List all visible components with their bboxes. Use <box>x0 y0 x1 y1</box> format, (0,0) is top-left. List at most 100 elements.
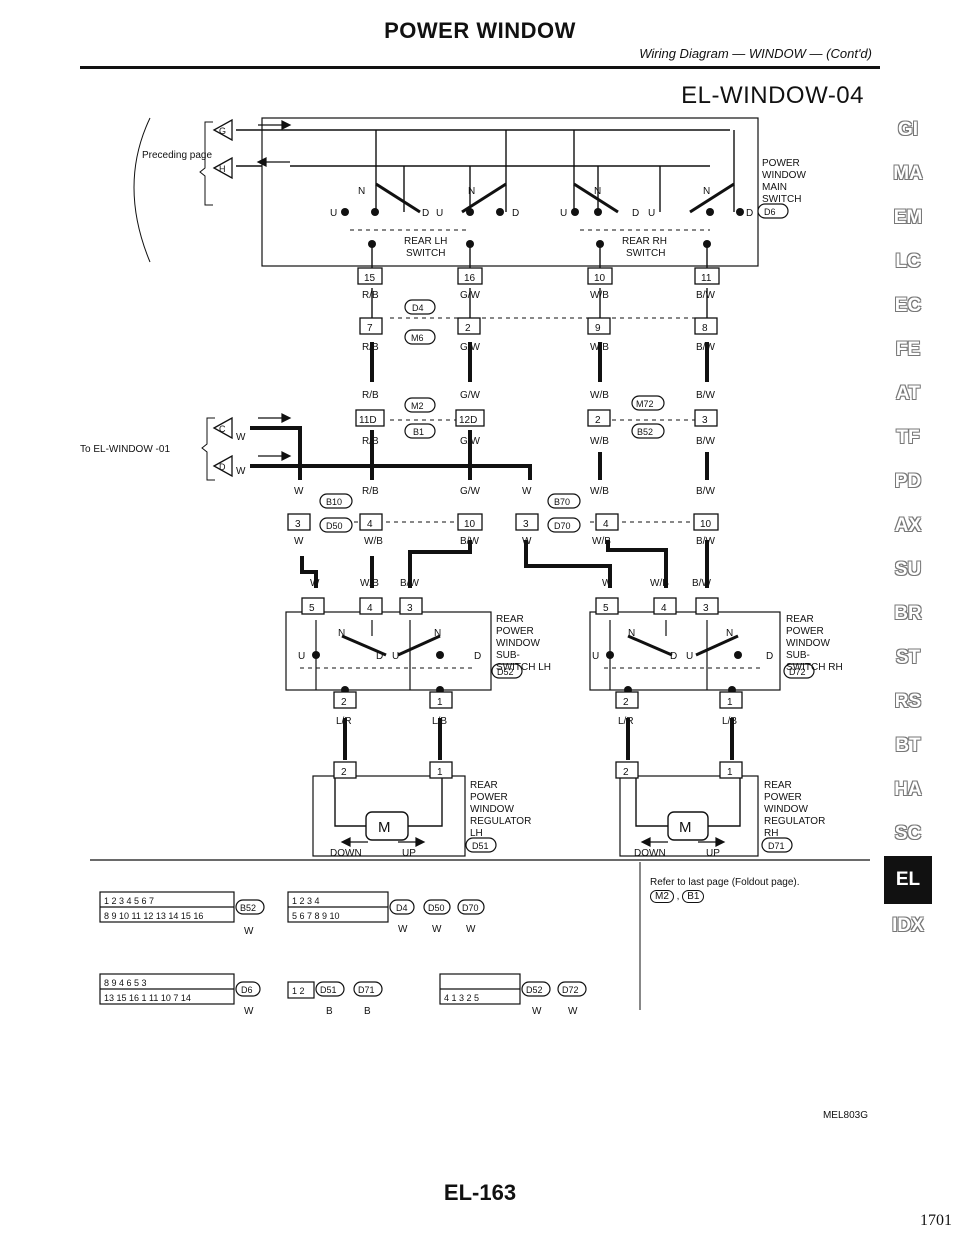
pin-label: 3 <box>523 519 529 530</box>
arrow-h-label: H <box>219 164 226 174</box>
sidebar-item-rs[interactable]: RS <box>894 691 922 712</box>
connector-legend: 1 2 3 4 5 6 7 8 9 10 11 12 13 14 15 16 B… <box>99 891 587 1017</box>
up-label: UP <box>402 848 416 859</box>
conn-b70-label: B70 <box>554 497 570 507</box>
wire-label: W/B <box>590 290 609 301</box>
up-label: UP <box>706 848 720 859</box>
regulator-lh-2: POWER <box>470 792 508 803</box>
d-label: D <box>474 651 481 662</box>
pin-label: 9 <box>595 323 601 334</box>
pin-label: 2 <box>341 697 347 708</box>
sidebar-item-ha[interactable]: HA <box>894 779 922 800</box>
pins-d4-top: 1 2 3 4 <box>292 896 320 906</box>
pin-label: 10 <box>700 519 712 530</box>
legend-d50-color: W <box>432 924 442 935</box>
down-label: DOWN <box>330 848 362 859</box>
conn-m2-label: M2 <box>411 401 424 411</box>
u-label: U <box>330 208 337 219</box>
legend-d70-id: D70 <box>462 903 479 913</box>
conn-d72-label: D72 <box>789 667 806 677</box>
wire-label: R/B <box>362 290 379 301</box>
sidebar-item-tf[interactable]: TF <box>896 427 920 448</box>
wire-label: W <box>294 536 304 547</box>
wire-label: R/B <box>362 390 379 401</box>
legend-d4-id: D4 <box>396 903 408 913</box>
sidebar-item-ec[interactable]: EC <box>894 295 922 316</box>
wire-label: L/R <box>618 716 634 727</box>
wire-label: G/W <box>460 390 481 401</box>
sidebar-item-el[interactable]: EL <box>884 856 932 904</box>
sidebar-item-bt[interactable]: BT <box>895 735 921 756</box>
wire-label: W <box>522 486 532 497</box>
d-label: D <box>670 651 677 662</box>
u-label: U <box>592 651 599 662</box>
motor-rh-label: M <box>679 819 692 836</box>
pin-label: 2 <box>623 697 629 708</box>
sub-switch-lh-3: WINDOW <box>496 638 540 649</box>
n-label: N <box>628 628 635 639</box>
sub-switch-rh-3: WINDOW <box>786 638 830 649</box>
d-label: D <box>376 651 383 662</box>
wire-label: B/W <box>696 436 715 447</box>
sidebar-item-su[interactable]: SU <box>894 559 922 580</box>
section-index-sidebar: GI MA EM LC EC FE AT TF PD AX SU BR ST R… <box>878 108 938 948</box>
rear-rh-switch-1: REAR RH <box>622 236 667 247</box>
arrow-c-label: C <box>219 424 226 434</box>
wire-label: W/B <box>364 536 383 547</box>
sub-switch-rh-1: REAR <box>786 614 814 625</box>
sidebar-item-em[interactable]: EM <box>893 207 923 228</box>
pin-label: 10 <box>594 273 606 284</box>
regulator-rh-4: REGULATOR <box>764 816 825 827</box>
wire-label: L/B <box>432 716 447 727</box>
legend-b52-color: W <box>244 926 254 937</box>
pin-label: 2 <box>465 323 471 334</box>
legend-d50-id: D50 <box>428 903 445 913</box>
page-subtitle: Wiring Diagram — WINDOW — (Cont'd) <box>639 46 872 61</box>
sub-switch-lh-2: POWER <box>496 626 534 637</box>
regulator-lh-4: REGULATOR <box>470 816 531 827</box>
sidebar-item-lc[interactable]: LC <box>895 251 921 272</box>
n-label: N <box>594 186 601 197</box>
figure-code: MEL803G <box>822 1110 868 1121</box>
conn-m72-label: M72 <box>636 399 654 409</box>
n-label: N <box>434 628 441 639</box>
conn-d4-label: D4 <box>412 303 424 313</box>
rear-rh-switch-2: SWITCH <box>626 248 665 259</box>
wire-label: W <box>236 466 246 477</box>
sidebar-item-br[interactable]: BR <box>894 603 922 624</box>
pin-label: 8 <box>702 323 708 334</box>
conn-d71-label: D71 <box>768 841 785 851</box>
wire-label: R/B <box>362 436 379 447</box>
legend-d52-color: W <box>532 1006 542 1017</box>
sidebar-item-sc[interactable]: SC <box>894 823 922 844</box>
rear-lh-switch-1: REAR LH <box>404 236 447 247</box>
sidebar-item-gi[interactable]: GI <box>897 119 919 140</box>
sidebar-item-pd[interactable]: PD <box>894 471 922 492</box>
legend-d71-id: D71 <box>358 985 375 995</box>
pin-label: 16 <box>464 273 476 284</box>
legend-d71-color: B <box>364 1006 371 1017</box>
legend-d52-id: D52 <box>526 985 543 995</box>
sidebar-item-idx[interactable]: IDX <box>892 915 924 936</box>
wire-label: G/W <box>460 342 481 353</box>
sidebar-item-ma[interactable]: MA <box>893 163 923 184</box>
pin-label: 11D <box>359 415 377 426</box>
wire-label: W/B <box>650 578 669 589</box>
regulator-lh-1: REAR <box>470 780 498 791</box>
sidebar-item-st[interactable]: ST <box>895 647 921 668</box>
wire-label: B/W <box>460 536 479 547</box>
pin-label: 1 <box>437 697 443 708</box>
sidebar-item-fe[interactable]: FE <box>895 339 921 360</box>
pin-label: 2 <box>623 767 629 778</box>
sidebar-item-ax[interactable]: AX <box>894 515 922 536</box>
refer-note: Refer to last page (Foldout page). M2 , … <box>650 876 800 904</box>
pin-label: 1 <box>727 697 733 708</box>
regulator-rh-3: WINDOW <box>764 804 808 815</box>
wire-label: W <box>236 432 246 443</box>
down-label: DOWN <box>634 848 666 859</box>
sidebar-item-at[interactable]: AT <box>896 383 920 404</box>
pins-d51: 1 2 <box>292 986 305 996</box>
sub-switch-lh-5: SWITCH LH <box>496 662 551 673</box>
arrow-d-label: D <box>219 462 226 472</box>
d-label: D <box>632 208 639 219</box>
